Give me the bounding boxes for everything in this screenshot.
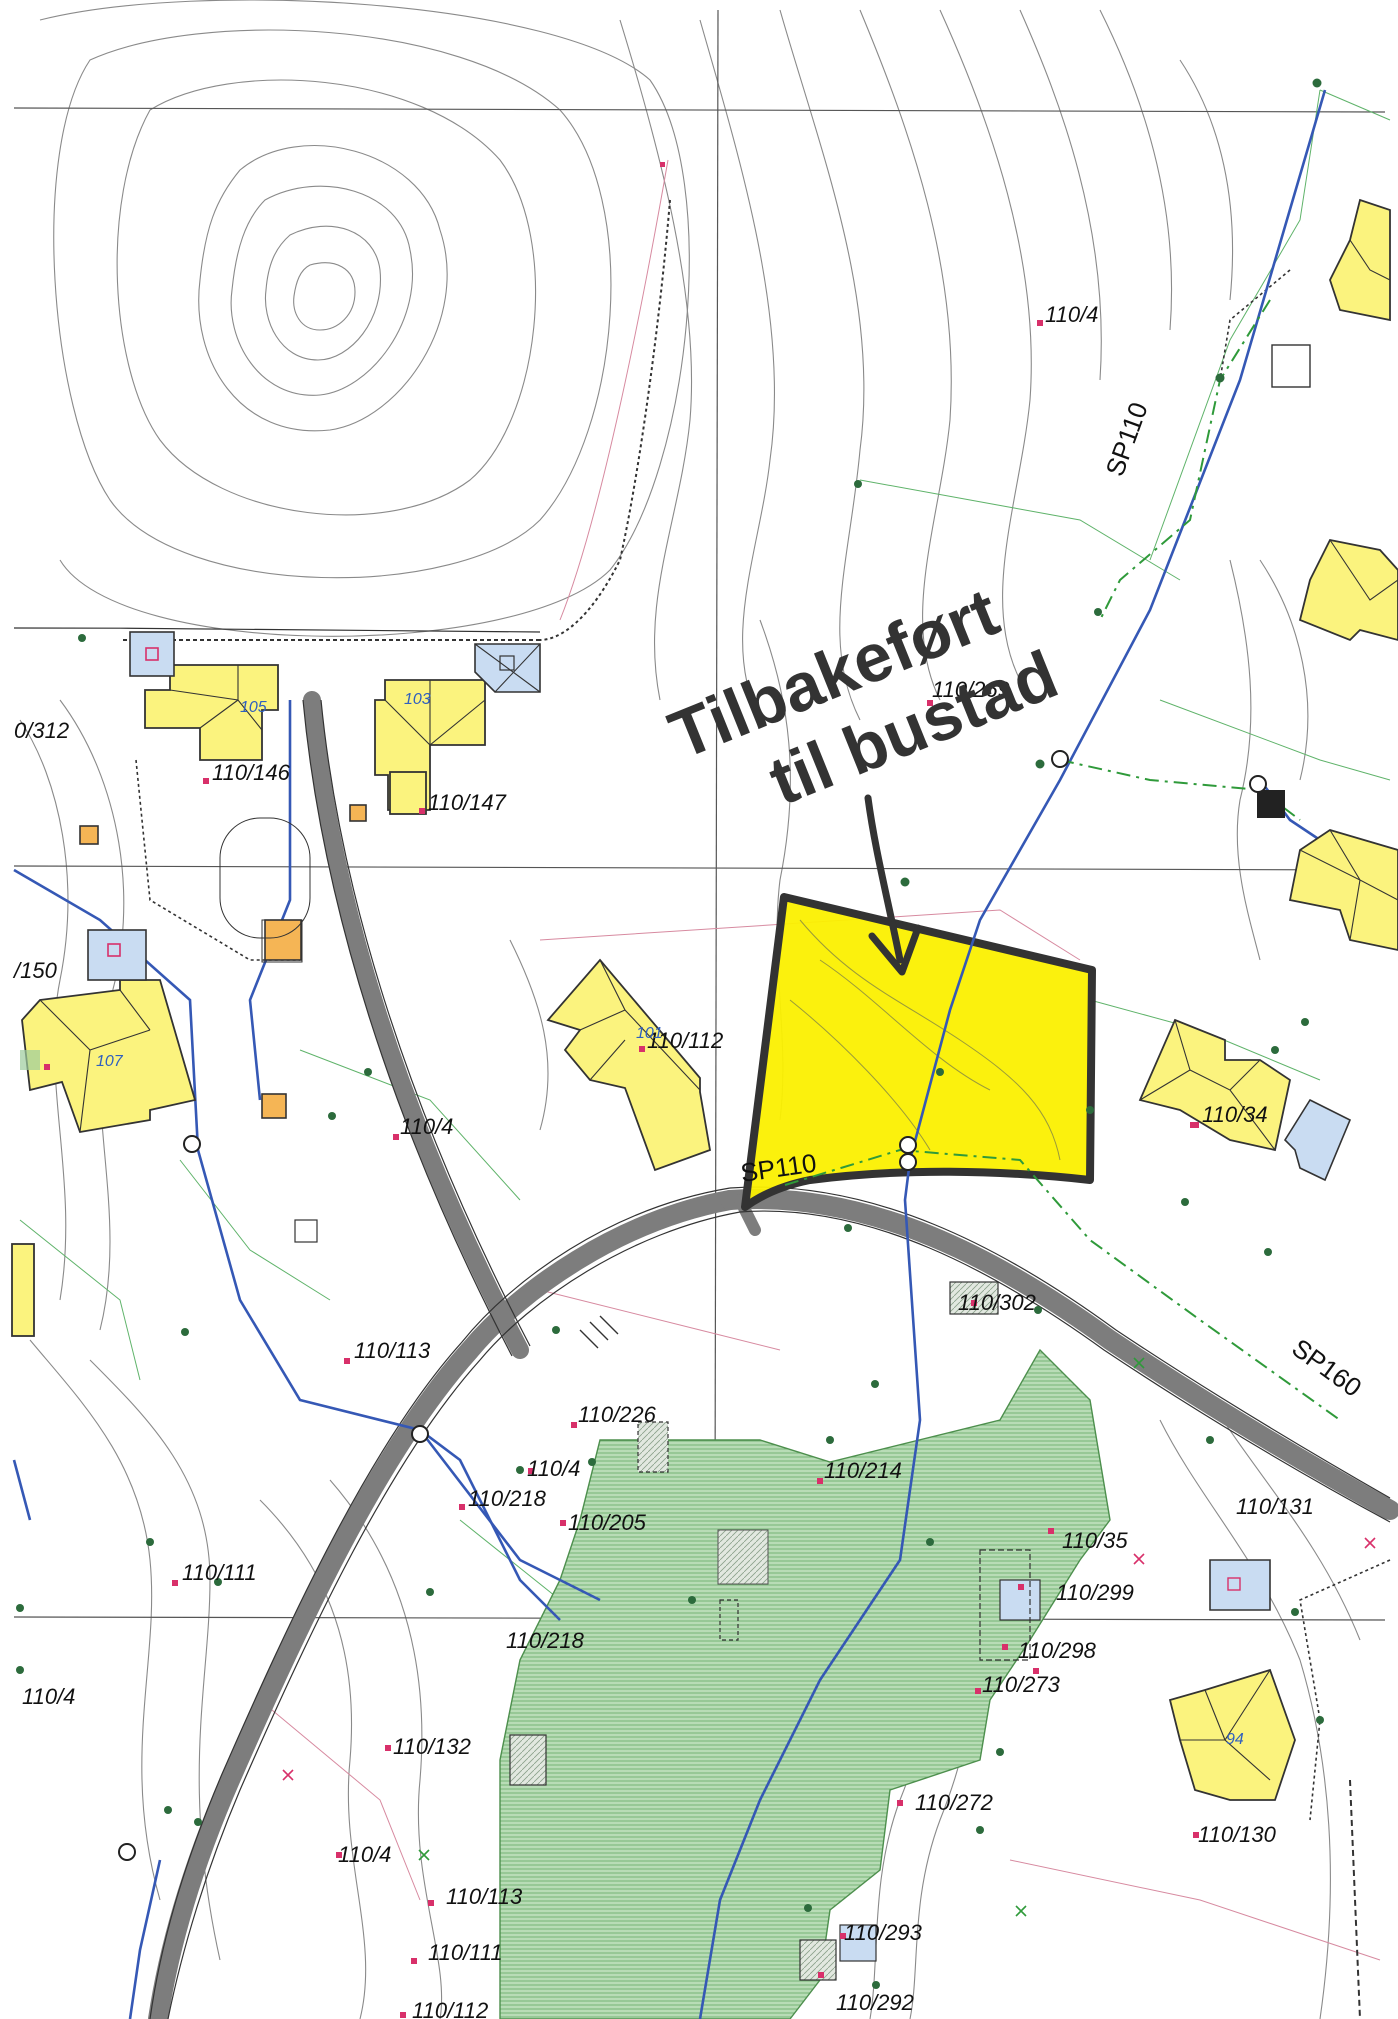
survey-points (16, 78, 1324, 1989)
plot-label-110-147: 110/147 (428, 790, 507, 815)
plot-label-110-131: 110/131 (1236, 1494, 1314, 1519)
plot-label-110-4-north: 110/4 (1045, 302, 1098, 327)
plot-label-110-4-west: 110/4 (400, 1114, 453, 1139)
plot-label-110-218-south: 110/218 (506, 1628, 585, 1653)
plot-label-110-205: 110/205 (568, 1510, 647, 1535)
plot-label-110-35: 110/35 (1062, 1528, 1128, 1553)
plot-label-110-218-north: 110/218 (468, 1486, 547, 1511)
house-number-94: 94 (1226, 1731, 1244, 1748)
house-number-103: 103 (404, 691, 431, 708)
plot-label-110-113-south: 110/113 (446, 1884, 523, 1909)
plot-label-110-272: 110/272 (915, 1790, 993, 1815)
plot-label-110-298: 110/298 (1018, 1638, 1097, 1663)
plot-label-0-312: 0/312 (14, 718, 69, 743)
plot-label-110-293: 110/293 (844, 1920, 923, 1945)
park-area (499, 1348, 1111, 2019)
plot-label-110-292: 110/292 (836, 1990, 914, 2015)
plot-label-110-299: 110/299 (1056, 1580, 1134, 1605)
house-number-101: 101 (636, 1025, 663, 1042)
plot-label-110-146: 110/146 (212, 760, 291, 785)
plot-label-110-273: 110/273 (982, 1672, 1061, 1697)
buildings (11, 198, 1398, 1981)
plot-markers (44, 162, 1199, 2018)
house-numbers: 105 103 107 101 94 (96, 691, 1244, 1748)
survey-crosses (282, 1537, 1376, 1781)
plot-label-150: /150 (12, 958, 58, 983)
plot-label-110-4-mid: 110/4 (527, 1456, 580, 1481)
annotation-arrow (864, 794, 904, 964)
plot-label-110-226: 110/226 (578, 1402, 657, 1427)
house-number-105: 105 (240, 699, 267, 716)
plot-label-110-132: 110/132 (393, 1734, 471, 1759)
highlighted-parcel (741, 893, 1096, 1211)
plot-label-110-112: 110/112 (647, 1028, 723, 1053)
plot-label-110-34: 110/34 (1202, 1102, 1268, 1127)
house-number-107: 107 (96, 1053, 124, 1070)
plot-label-110-111-south: 110/111 (428, 1940, 503, 1965)
plot-label-110-130: 110/130 (1198, 1822, 1277, 1847)
plot-label-110-111-west: 110/111 (182, 1560, 257, 1585)
annotation-arrowhead (868, 924, 922, 976)
plot-labels: 110/4 110/269 0/312 110/146 110/147 /150… (12, 302, 1314, 2019)
plot-label-110-302: 110/302 (958, 1290, 1036, 1315)
plot-label-110-214: 110/214 (824, 1458, 902, 1483)
plot-label-110-112-south: 110/112 (412, 1998, 488, 2019)
road-network (13, 627, 1398, 2019)
cable-lines (784, 299, 1341, 1421)
plot-label-110-4-southwest: 110/4 (22, 1684, 75, 1709)
manholes (118, 750, 1267, 1861)
plot-label-110-269: 110/269 (932, 677, 1010, 702)
plot-label-110-4-south: 110/4 (338, 1842, 391, 1867)
plot-label-110-113-mid: 110/113 (354, 1338, 431, 1363)
